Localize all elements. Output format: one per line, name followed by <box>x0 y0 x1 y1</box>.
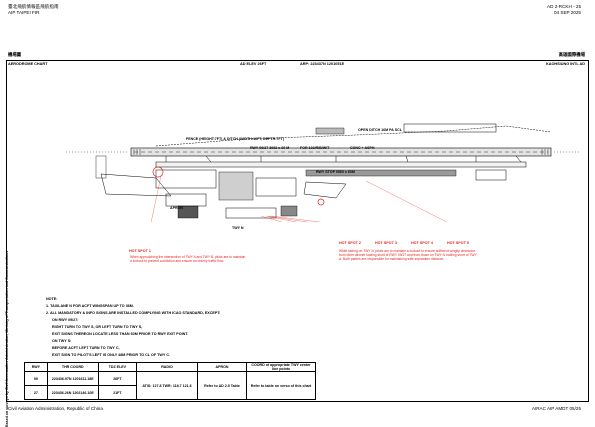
side-note: Based on surveys by Civil Aeronautics Ad… <box>5 250 9 427</box>
table-header: RADIO <box>136 362 198 372</box>
footer-right: AIRAC AIP AMDT 05/25 <box>531 406 581 411</box>
table-header: COORD of appropriate TWY center line poi… <box>246 362 316 372</box>
north-apron <box>403 123 497 133</box>
table-cell-tdz: 26FT <box>97 371 138 386</box>
open-ditch-label: OPEN DITCH 16M PA SCL <box>358 128 402 132</box>
header-title-zh: 臺北飛航情報區飛航指南 <box>8 4 59 9</box>
notes-title: NOTE: <box>46 297 58 301</box>
ad-elev: AD ELEV 26FT <box>240 62 267 66</box>
note-line: ON RWY 09/27: <box>52 318 79 322</box>
header-title-en: AIP TAIPEI FIR <box>8 9 40 15</box>
note-line: EXIT SIGNS THEREON LOCATE LESS THAN 60M … <box>52 332 189 336</box>
note-line: BEFORE ACFT LEFT TURN TO TWY C, <box>52 346 120 350</box>
header-left: 臺北飛航情報區飛航指南 AIP TAIPEI FIR <box>8 4 59 15</box>
table-cell-coord: 223436.26N 1202146.10E <box>46 385 99 400</box>
note-line: 2. ALL MANDATORY & INFO SIGNS ARE INSTAL… <box>46 311 221 315</box>
note-line: RIGHT TURN TO TWY S, OR LEFT TURN TO TWY… <box>52 325 143 329</box>
runway-stop-area <box>305 169 457 177</box>
main-apron <box>165 193 207 207</box>
table-cell-coord: 223436.97N 1201611.18E <box>46 371 99 386</box>
table-cell-tdz: 21FT <box>97 385 138 400</box>
hot-spot-1-text: When approaching the intersection of TWY… <box>130 255 246 264</box>
parallel-taxiway <box>155 161 527 168</box>
terminal-block <box>218 171 254 201</box>
hot-spot-4-label: HOT SPOT 4 <box>411 241 433 245</box>
hot-spot-3-label: HOT SPOT 3 <box>375 241 397 245</box>
table-row: 27 223436.26N 1202146.10E 21FT <box>24 385 316 400</box>
table-cell-apron: Refer to AD 2.9 Table <box>197 371 247 400</box>
table-header: THR COORD <box>46 362 99 372</box>
table-cell-radio: ATIS: 127.8 TWR: 118.7 121.6 <box>136 371 198 400</box>
chart-title-right-en: KAOHSIUNG INTL AD <box>545 62 585 66</box>
notes-block: NOTE: 1. TAXILANE N FOR ACFT WINGSPAN UP… <box>46 296 220 359</box>
chart-title-left-en: AERODROME CHART <box>8 62 48 66</box>
fence-line <box>155 125 552 147</box>
runway-table: RWY THR COORD TDZ ELEV RADIO APRON COORD… <box>24 362 316 400</box>
runway-stop-label: RWY STOP 0960 x 60M <box>316 170 355 174</box>
hot-spot-1-marker <box>152 166 164 178</box>
table-cell-rwy: 09 <box>24 371 48 386</box>
table-header: APRON <box>197 362 247 372</box>
west-apron <box>155 169 217 189</box>
runway-surface: FOR 102/R/B/W/T <box>300 146 330 150</box>
aerodrome-map <box>66 123 581 222</box>
table-cell-rwy: 27 <box>24 385 48 400</box>
arp-coord: ARP: 223437N 1201051E <box>300 62 345 66</box>
hot-spot-1-label: HOT SPOT 1 <box>129 249 151 253</box>
header-right: AD 2-RCKH - 25 04 SEP 2025 <box>547 4 581 15</box>
chart-title-left: 機場圖 <box>8 52 21 57</box>
apron-label: APRON <box>170 206 183 210</box>
runway-extra: CONC + ASPH <box>350 146 375 150</box>
header-date: 04 SEP 2025 <box>554 9 581 15</box>
table-row: 09 223436.97N 1201611.18E 26FT ATIS: 127… <box>24 371 316 400</box>
hot-spot-2-5-text: While taxiing on TWY N, pilots are to ma… <box>339 249 477 262</box>
hot-spot-5-label: HOT SPOT 5 <box>447 241 469 245</box>
table-cell-coord-note: Refer to table on verso of this chart <box>246 371 316 400</box>
table-header: TDZ ELEV <box>97 362 138 372</box>
runway-label: RWY 09/27 3092 x 60 M <box>250 146 290 150</box>
table-header-row: RWY THR COORD TDZ ELEV RADIO APRON COORD… <box>24 362 316 372</box>
fence-label: FENCE (HEIGHT:7FT) & DITCH (WIDTH:16FT, … <box>186 137 285 141</box>
hot-spot-2-label: HOT SPOT 2 <box>339 241 361 245</box>
header-page-code: AD 2-RCKH - 25 <box>547 4 581 9</box>
twy-n-label: TWY N <box>232 226 244 230</box>
chart-frame <box>6 60 589 402</box>
chart-title-left-zh: 機場圖 <box>8 52 22 57</box>
note-line: 1. TAXILANE N FOR ACFT WINGSPAN UP TO 36… <box>46 304 134 308</box>
table-header: RWY <box>24 362 48 372</box>
note-line: ON TWY S: <box>52 339 72 343</box>
note-line: EXIT SIGN TO PILOT'S LEFT IS ONLY 48M PR… <box>52 353 171 357</box>
footer-left: Civil Aviation Administration, Republic … <box>8 406 103 411</box>
chart-title-right-zh: 高雄國際機場 <box>558 52 585 57</box>
